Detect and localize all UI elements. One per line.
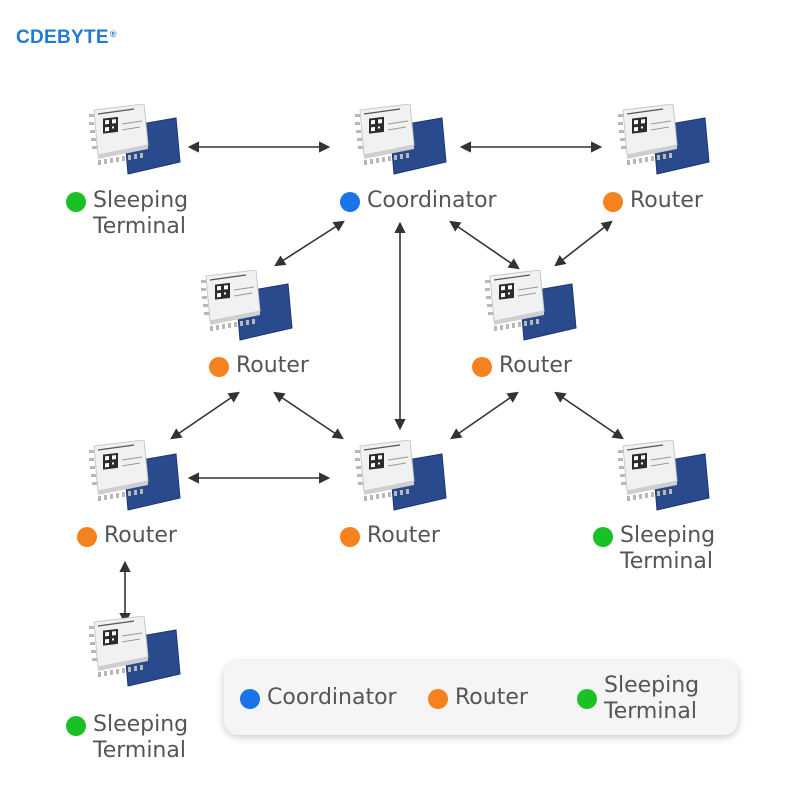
node-router-middle-left: Router xyxy=(0,0,309,378)
legend-item-coordinator: Coordinator xyxy=(240,685,397,711)
node-label-text: Router xyxy=(236,353,309,378)
coordinator-dot xyxy=(340,192,360,212)
cdebyte-logo: CDEBYTE® xyxy=(16,27,117,49)
router-dot xyxy=(77,527,97,547)
node-label-text: Router xyxy=(367,523,440,548)
node-label: Sleeping Terminal xyxy=(66,712,188,764)
sleeping-terminal-dot xyxy=(66,192,86,212)
legend-item-router: Router xyxy=(428,685,528,711)
node-router-bottom-left: Router xyxy=(0,0,181,548)
node-label-text: Router xyxy=(630,188,703,213)
legend-label: Sleeping Terminal xyxy=(604,673,700,724)
legend: Coordinator Router Sleeping Terminal xyxy=(224,661,738,735)
node-label-text: Sleeping Terminal xyxy=(620,523,716,574)
node-sleeping-terminal-bottom-right: Sleeping Terminal xyxy=(0,0,715,574)
node-label: Router xyxy=(77,523,177,549)
node-label: Sleeping Terminal xyxy=(66,188,188,240)
node-coordinator: Coordinator xyxy=(0,0,497,213)
link-n2-n5 xyxy=(449,220,520,270)
link-n4-n6 xyxy=(170,391,240,440)
node-label: Router xyxy=(340,523,440,549)
sleeping-terminal-dot xyxy=(593,527,613,547)
sleeping-terminal-dot xyxy=(66,716,86,736)
node-label: Coordinator xyxy=(340,188,497,214)
node-router-top-right: Router xyxy=(0,0,710,213)
rf-module-icon xyxy=(200,270,293,341)
router-dot xyxy=(603,192,623,212)
rf-module-icon xyxy=(88,616,181,687)
coordinator-dot xyxy=(240,689,260,709)
node-sleeping-terminal-top-left: Sleeping Terminal xyxy=(0,0,188,239)
router-dot xyxy=(209,357,229,377)
node-label: Router xyxy=(472,353,572,379)
node-label: Router xyxy=(603,188,703,214)
node-label: Router xyxy=(209,353,309,379)
legend-label: Router xyxy=(455,685,528,710)
rf-module-icon xyxy=(617,104,710,175)
node-label-text: Sleeping Terminal xyxy=(93,188,189,239)
rf-module-icon xyxy=(354,104,447,175)
rf-module-icon xyxy=(88,104,181,175)
link-n5-n7 xyxy=(450,391,519,440)
node-label: Sleeping Terminal xyxy=(593,523,715,575)
node-sleeping-terminal-bottom-left: Sleeping Terminal xyxy=(0,0,188,763)
node-label-text: Router xyxy=(499,353,572,378)
rf-module-icon xyxy=(617,440,710,511)
legend-item-sleeping-terminal: Sleeping Terminal xyxy=(577,673,699,725)
rf-module-icon xyxy=(484,270,577,341)
node-label-text: Sleeping Terminal xyxy=(93,712,189,763)
legend-label: Coordinator xyxy=(267,685,397,710)
node-router-bottom-center: Router xyxy=(0,0,447,548)
node-label-text: Router xyxy=(104,523,177,548)
link-n4-n7 xyxy=(273,391,344,440)
rf-module-icon xyxy=(354,440,447,511)
router-dot xyxy=(340,527,360,547)
brand-name: CDEBYTE xyxy=(16,27,109,48)
router-dot xyxy=(472,357,492,377)
registered-mark: ® xyxy=(109,29,117,39)
link-n2-n7 xyxy=(554,220,613,267)
link-n2-n4 xyxy=(274,220,345,267)
router-dot xyxy=(428,689,448,709)
link-n5-n8 xyxy=(554,391,624,440)
node-router-middle-right: Router xyxy=(0,0,577,378)
node-label-text: Coordinator xyxy=(367,188,497,213)
sleeping-terminal-dot xyxy=(577,689,597,709)
rf-module-icon xyxy=(88,440,181,511)
